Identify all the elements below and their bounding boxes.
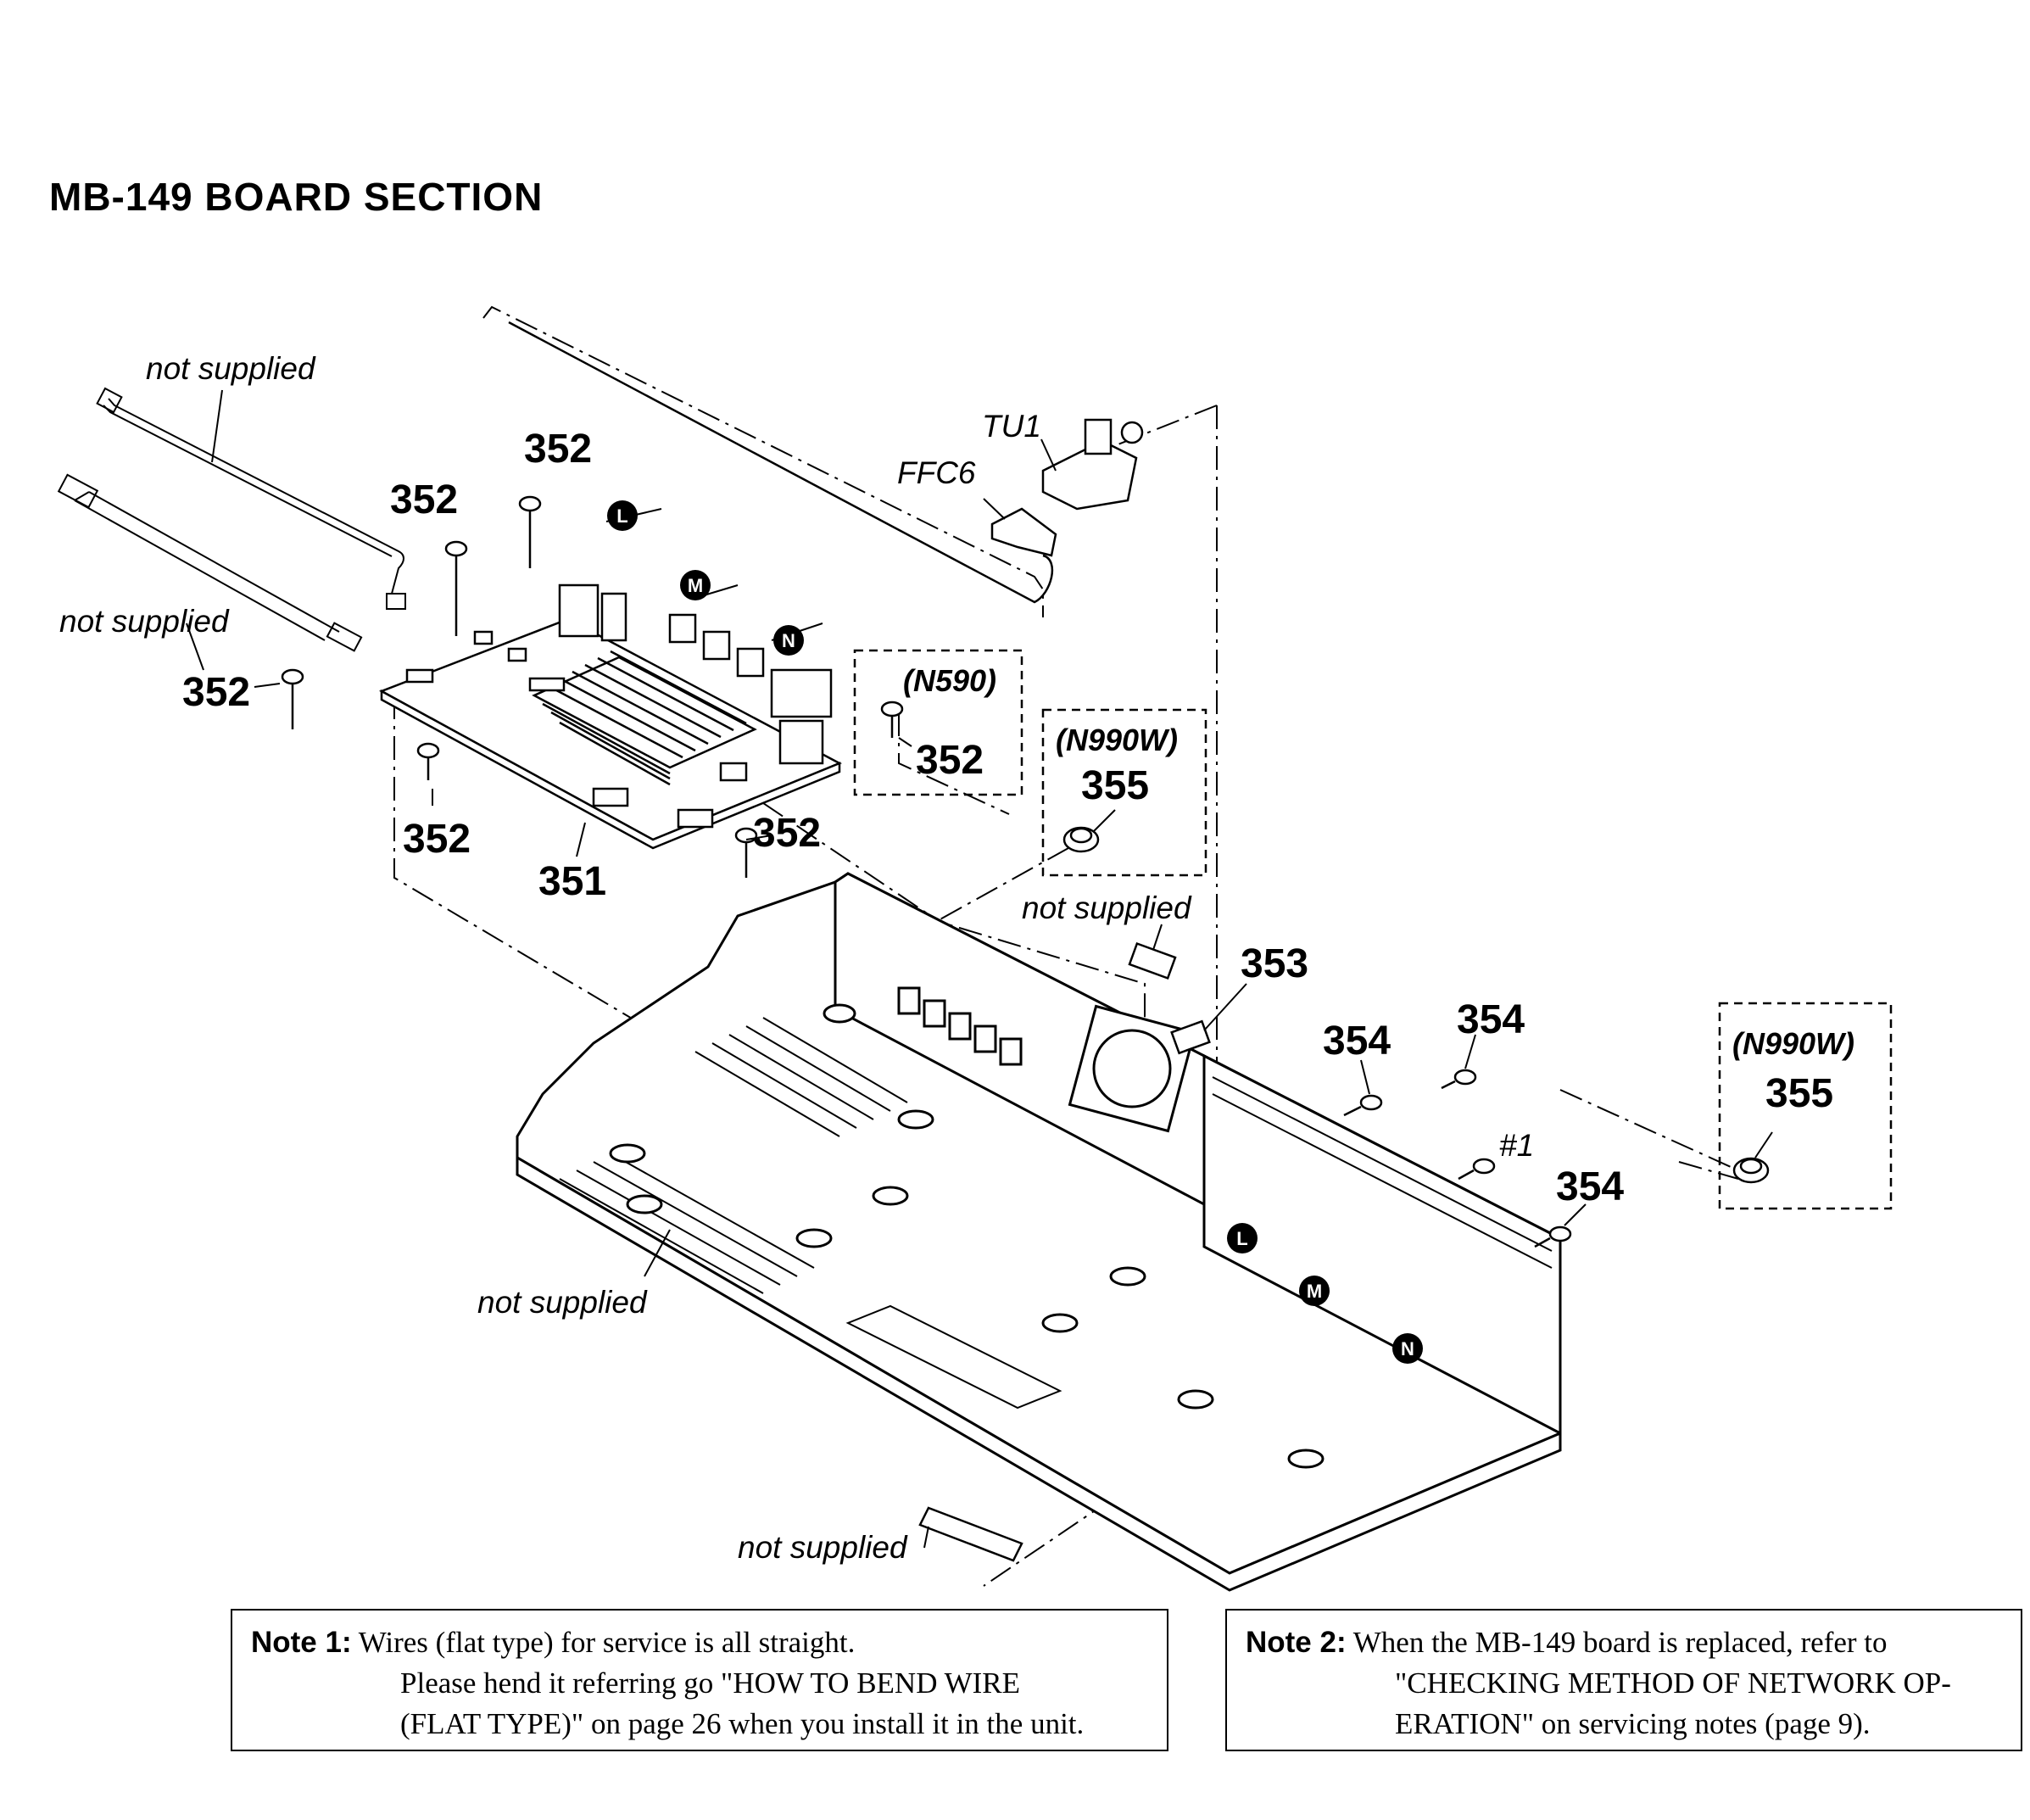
label-not-supplied-cable-upper: not supplied — [146, 351, 316, 386]
svg-text:N: N — [782, 630, 795, 651]
screw-352-c — [281, 668, 304, 729]
label-354-c: 354 — [1556, 1164, 1624, 1209]
screw-352-f — [880, 701, 904, 738]
variant-boxes — [853, 649, 1893, 1210]
connector-n-lower: N — [1392, 1333, 1423, 1364]
label-354-a: 354 — [1323, 1019, 1391, 1064]
not-supplied-strip — [918, 1506, 1023, 1562]
connector-l-lower: L — [1227, 1223, 1258, 1253]
label-351: 351 — [538, 859, 606, 904]
label-hash1: #1 — [1499, 1128, 1534, 1163]
note-2-line-3: ERATION" on servicing notes (page 9). — [1395, 1707, 1871, 1740]
connector-n-upper: N — [773, 625, 804, 656]
label-352-left: 352 — [182, 670, 250, 715]
screw-352-b — [444, 540, 468, 636]
label-355-b: 355 — [1765, 1071, 1833, 1116]
screw-352-a — [518, 495, 542, 568]
label-353: 353 — [1241, 941, 1308, 986]
note-2-box: Note 2: When the MB-149 board is replace… — [1225, 1609, 2022, 1751]
label-n990w-a: (N990W) — [1056, 723, 1178, 757]
label-352-right: 352 — [753, 811, 821, 856]
screw-352-d — [416, 742, 440, 780]
cable-upper — [96, 387, 406, 610]
leader-lines — [186, 389, 1773, 1549]
note-2-line-1: When the MB-149 board is replaced, refer… — [1352, 1626, 1888, 1659]
page-title: MB-149 BOARD SECTION — [49, 175, 544, 219]
label-352-left-top: 352 — [390, 477, 458, 522]
mb149-board — [379, 583, 842, 850]
svg-text:L: L — [1236, 1228, 1247, 1249]
svg-text:N: N — [1401, 1338, 1414, 1359]
connector-m-lower: M — [1299, 1276, 1330, 1306]
label-tu1: TU1 — [982, 409, 1041, 444]
label-354-b: 354 — [1457, 997, 1525, 1042]
note-1-line-2: Please hend it referring go "HOW TO BEND… — [400, 1666, 1021, 1700]
label-not-supplied-chassis: not supplied — [477, 1285, 648, 1320]
screw-hash1 — [1458, 1158, 1496, 1181]
foot-355-b — [1732, 1157, 1770, 1184]
label-not-supplied-cable-lower: not supplied — [59, 604, 230, 639]
label-n590: (N590) — [903, 663, 996, 698]
screw-354-b — [1441, 1069, 1477, 1090]
foot-355-a — [1062, 826, 1100, 853]
svg-text:M: M — [688, 575, 703, 596]
svg-text:L: L — [616, 505, 627, 527]
label-352-top: 352 — [524, 427, 592, 472]
cable-lower — [57, 473, 363, 652]
label-not-supplied-strip: not supplied — [738, 1530, 908, 1565]
note-1-label: Note 1: — [251, 1626, 352, 1659]
label-355-a: 355 — [1081, 763, 1149, 808]
note-2-line-2: "CHECKING METHOD OF NETWORK OP- — [1395, 1666, 1951, 1700]
note-2-label: Note 2: — [1246, 1626, 1347, 1659]
connector-l-upper: L — [607, 500, 638, 531]
tuner-tu1 — [1041, 418, 1144, 511]
label-not-supplied-pad: not supplied — [1022, 890, 1192, 925]
ffc6-cable — [508, 321, 1057, 604]
note-1-line-3: (FLAT TYPE)" on page 26 when you install… — [400, 1707, 1085, 1740]
screw-354-c — [1534, 1225, 1572, 1248]
heatsink — [532, 650, 757, 786]
label-352-n590: 352 — [916, 738, 984, 783]
label-n990w-b: (N990W) — [1732, 1026, 1854, 1061]
label-ffc6: FFC6 — [897, 455, 976, 490]
chassis — [516, 872, 1562, 1592]
label-352-bottom: 352 — [403, 817, 471, 862]
note-1-box: Note 1: Wires (flat type) for service is… — [231, 1609, 1168, 1751]
not-supplied-pad — [1128, 941, 1177, 980]
note-1-line-1: Wires (flat type) for service is all str… — [358, 1626, 856, 1659]
screw-354-a — [1343, 1094, 1383, 1117]
svg-text:M: M — [1307, 1281, 1322, 1302]
connector-m-upper: M — [680, 570, 711, 600]
part-353-pad — [1170, 1019, 1211, 1055]
